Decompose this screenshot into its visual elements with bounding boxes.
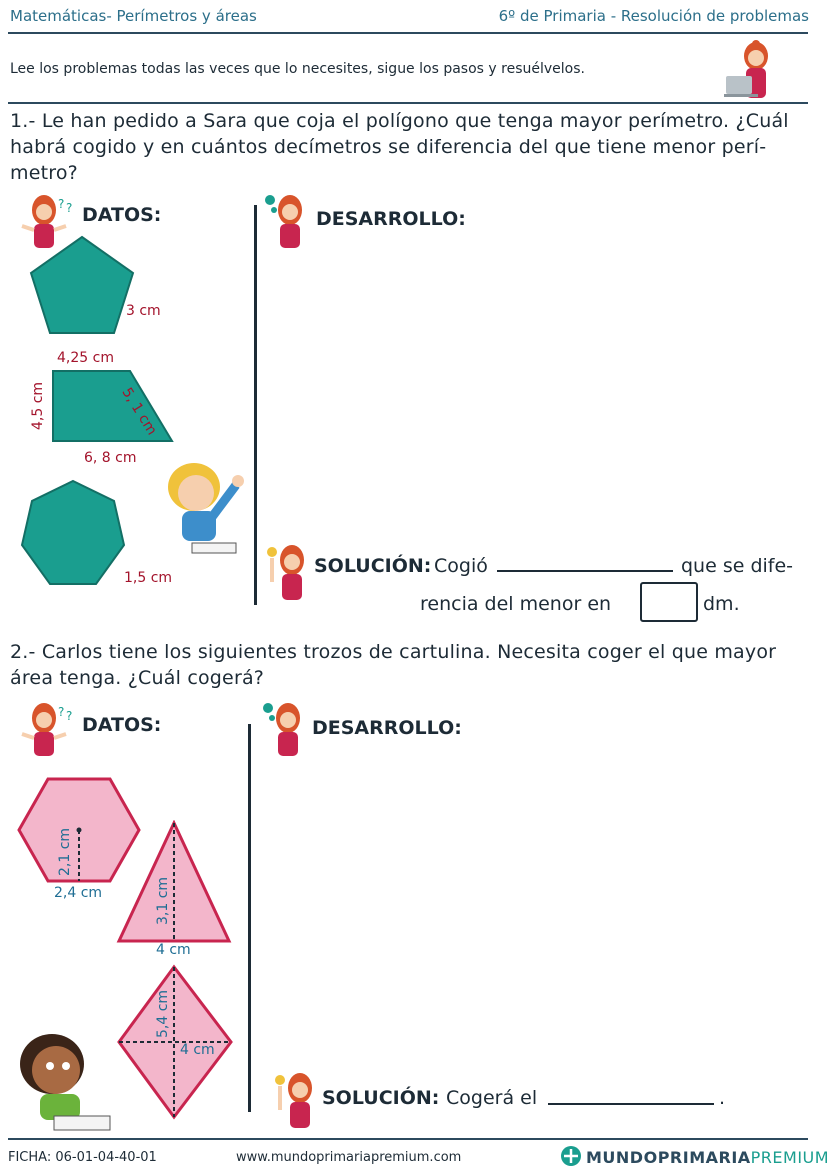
problem2-desarrollo-label: DESARROLLO:: [312, 717, 462, 739]
header-divider: [8, 32, 808, 34]
trapezoid-shape: [52, 370, 174, 442]
problem2-line2: área tenga. ¿Cuál cogerá?: [10, 667, 265, 689]
teacher-laptop-icon: [724, 40, 768, 98]
problem1-solution-text2: que se dife-: [681, 555, 794, 577]
svg-text:?: ?: [66, 201, 72, 215]
problem1-solution-label: SOLUCIÓN:: [314, 555, 432, 577]
trapezoid-left-label: 4,5 cm: [30, 381, 46, 430]
rhombus-major-diagonal-label: 5,4 cm: [155, 989, 171, 1038]
pentagon-shape: [29, 235, 135, 334]
heptagon-shape: [20, 479, 126, 585]
triangle-shape: [116, 820, 232, 943]
instructions-divider: [8, 102, 808, 104]
problem2-datos-label: DATOS:: [82, 714, 162, 736]
footer-url[interactable]: www.mundoprimariapremium.com: [236, 1150, 462, 1165]
problem2-line1: 2.- Carlos tiene los siguientes trozos d…: [10, 641, 777, 663]
girl-thinking-gears-icon: [265, 195, 302, 248]
header-subject: Matemáticas- Perímetros y áreas: [10, 7, 257, 25]
hexagon-side-label: 2,4 cm: [54, 885, 103, 901]
problem2-solution-text1: Cogerá el: [446, 1087, 538, 1109]
svg-text:?: ?: [66, 709, 72, 723]
problem2-solution-text2: .: [719, 1087, 726, 1109]
problem1-polygon-blank[interactable]: [497, 570, 673, 572]
rhombus-shape: [117, 964, 233, 1120]
trapezoid-top-label: 4,25 cm: [57, 350, 114, 366]
header-grade: 6º de Primaria - Resolución de problemas: [498, 7, 809, 25]
svg-text:?: ?: [58, 197, 64, 211]
boy-studying-icon: [20, 1034, 111, 1131]
hexagon-shape: [17, 777, 141, 883]
triangle-base-label: 4 cm: [156, 942, 191, 958]
rhombus-minor-diagonal-label: 4 cm: [180, 1042, 215, 1058]
girl-lightbulb-icon: [267, 545, 304, 600]
boy-raising-hand-icon: [168, 463, 244, 554]
girl-lightbulb-icon-2: [275, 1073, 312, 1128]
problem1-solution-text4: dm.: [703, 593, 740, 615]
pentagon-side-label: 3 cm: [126, 303, 161, 319]
problem1-divider: [254, 205, 257, 605]
problem1-datos-label: DATOS:: [82, 204, 162, 226]
footer-ficha: FICHA: 06-01-04-40-01: [8, 1150, 157, 1165]
footer-divider: [8, 1138, 808, 1140]
problem2-divider: [248, 724, 251, 1112]
problem1-line3: metro?: [10, 162, 78, 184]
instructions: Lee los problemas todas las veces que lo…: [10, 61, 585, 77]
problem1-desarrollo-label: DESARROLLO:: [316, 208, 466, 230]
footer-logo-light: PREMIUM: [750, 1148, 827, 1167]
problem2-solution-label: SOLUCIÓN:: [322, 1087, 440, 1109]
girl-thinking-gears-icon-2: [263, 703, 300, 756]
svg-text:?: ?: [58, 705, 64, 719]
triangle-height-label: 3,1 cm: [155, 876, 171, 925]
problem1-line2: habrá cogido y en cuántos decímetros se …: [10, 136, 767, 158]
girl-question-icon: ? ?: [21, 195, 72, 248]
girl-question-icon-2: ? ?: [21, 703, 72, 756]
problem1-line1: 1.- Le han pedido a Sara que coja el pol…: [10, 110, 789, 132]
problem2-answer-blank[interactable]: [548, 1103, 714, 1105]
heptagon-side-label: 1,5 cm: [124, 570, 173, 586]
problem1-solution-text3: rencia del menor en: [420, 593, 612, 615]
footer-logo-bold: MUNDOPRIMARIA: [586, 1148, 751, 1167]
hexagon-apothem-label: 2,1 cm: [57, 827, 73, 876]
footer-logo: MUNDOPRIMARIAPREMIUM: [586, 1148, 827, 1167]
problem1-answer-box[interactable]: [640, 582, 698, 622]
trapezoid-bottom-label: 6, 8 cm: [84, 450, 137, 466]
problem1-solution-text1: Cogió: [434, 555, 488, 577]
mundoprimaria-logo-icon: [561, 1146, 581, 1166]
